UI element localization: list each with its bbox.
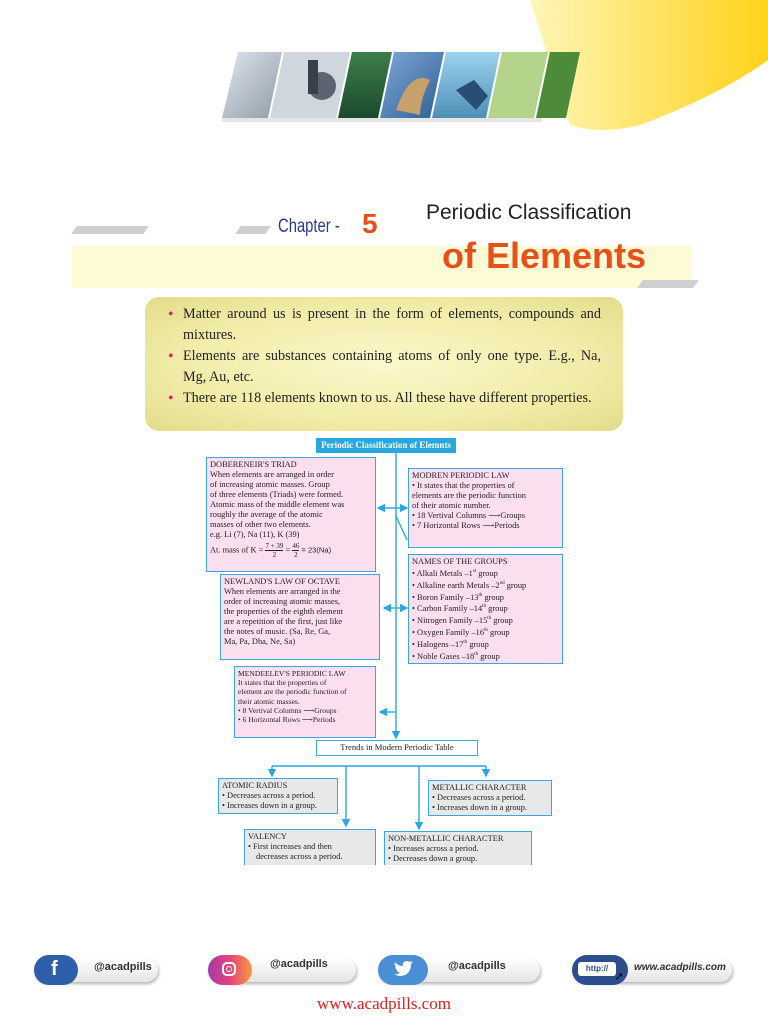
instagram-handle: @acadpills bbox=[270, 958, 328, 970]
intro-bullet: •Matter around us is present in the form… bbox=[168, 306, 601, 343]
instagram-icon bbox=[208, 955, 252, 985]
newland-heading: NEWLAND'S LAW OF OCTAVE bbox=[224, 577, 340, 586]
web-browser-icon: http:// ➚ bbox=[572, 955, 628, 985]
facebook-icon: f bbox=[34, 955, 78, 985]
classification-flowchart: Periodic Classification of Elemnts DOBER… bbox=[200, 436, 580, 868]
header-stripe-left bbox=[71, 226, 149, 234]
group-item: • Oxygen Family –16th group bbox=[412, 627, 510, 637]
group-item: • Noble Gases –18th group bbox=[412, 651, 500, 661]
valency-box: VALENCY • First increases and then decre… bbox=[244, 829, 376, 865]
dobereiner-heading: DOBERENEIR'S TRIAD bbox=[210, 460, 297, 469]
groups-heading: NAMES OF THE GROUPS bbox=[412, 557, 508, 566]
mendeleev-law-box: MENDEELEV'S PERIODIC LAW It states that … bbox=[234, 666, 376, 738]
right-arrow-icon: ⟶ bbox=[303, 705, 315, 715]
group-item: • Boron Family –13th group bbox=[412, 592, 504, 602]
twitter-link[interactable]: @acadpills bbox=[378, 955, 540, 985]
chapter-label: Chapter - bbox=[278, 216, 340, 237]
bullet-icon: • bbox=[168, 306, 174, 323]
group-names-box: NAMES OF THE GROUPS • Alkali Metals –1st… bbox=[408, 554, 563, 664]
group-item: • Nitrogen Family –15th group bbox=[412, 615, 513, 625]
chapter-title-line2: of Elements bbox=[442, 235, 647, 276]
bullet-icon: • bbox=[168, 348, 174, 365]
facebook-link[interactable]: f @acadpills bbox=[34, 955, 164, 985]
newland-octave-box: NEWLAND'S LAW OF OCTAVE When elements ar… bbox=[220, 574, 380, 660]
group-item: • Alkali Metals –1st group bbox=[412, 568, 498, 578]
flowchart-connectors bbox=[267, 452, 491, 831]
intro-bullet: •There are 118 elements known to us. All… bbox=[168, 390, 592, 407]
twitter-icon bbox=[378, 955, 428, 985]
intro-summary-box: •Matter around us is present in the form… bbox=[145, 297, 623, 431]
footer-website-url[interactable]: www.acadpills.com bbox=[317, 994, 451, 1013]
modern-heading: MODREN PERIODIC LAW bbox=[412, 471, 510, 480]
cursor-icon: ➚ bbox=[614, 969, 625, 983]
flowchart-title: Periodic Classification of Elemnts bbox=[316, 438, 456, 453]
non-metallic-character-box: NON-METALLIC CHARACTER • Increases acros… bbox=[384, 831, 532, 865]
website-link[interactable]: http:// ➚ www.acadpills.com bbox=[572, 955, 734, 985]
website-handle: www.acadpills.com bbox=[634, 962, 726, 973]
chapter-banner-image bbox=[222, 0, 768, 130]
trends-title-box: Trends in Modern Periodic Table bbox=[316, 740, 478, 756]
bullet-icon: • bbox=[168, 390, 174, 407]
right-arrow-icon: ⟶ bbox=[482, 521, 495, 530]
twitter-handle: @acadpills bbox=[448, 960, 506, 972]
header-stripe-right bbox=[637, 280, 699, 288]
chapter-number: 5 bbox=[362, 208, 378, 239]
header-stripe-mid bbox=[235, 226, 271, 234]
mendeleev-heading: MENDEELEV'S PERIODIC LAW bbox=[238, 669, 346, 678]
group-item: • Carbon Family –14th group bbox=[412, 604, 508, 614]
chapter-header-band bbox=[72, 246, 692, 288]
right-arrow-icon: ⟶ bbox=[488, 511, 501, 520]
group-item: • Alkaline earth Metals –2nd group bbox=[412, 580, 527, 590]
chapter-title-line1: Periodic Classification bbox=[426, 201, 632, 224]
modern-periodic-law-box: MODREN PERIODIC LAW • It states that the… bbox=[408, 468, 563, 548]
right-arrow-icon: ⟶ bbox=[301, 715, 313, 725]
intro-bullet: •Elements are substances containing atom… bbox=[168, 348, 601, 385]
metallic-character-box: METALLIC CHARACTER • Decreases across a … bbox=[428, 780, 552, 816]
dobereiner-triad-box: DOBERENEIR'S TRIAD When elements are arr… bbox=[206, 457, 376, 572]
facebook-handle: @acadpills bbox=[94, 961, 152, 973]
group-item: • Halogens –17th group bbox=[412, 639, 489, 649]
atomic-radius-box: ATOMIC RADIUS • Decreases across a perio… bbox=[218, 778, 338, 814]
instagram-link[interactable]: @acadpills bbox=[208, 955, 358, 985]
